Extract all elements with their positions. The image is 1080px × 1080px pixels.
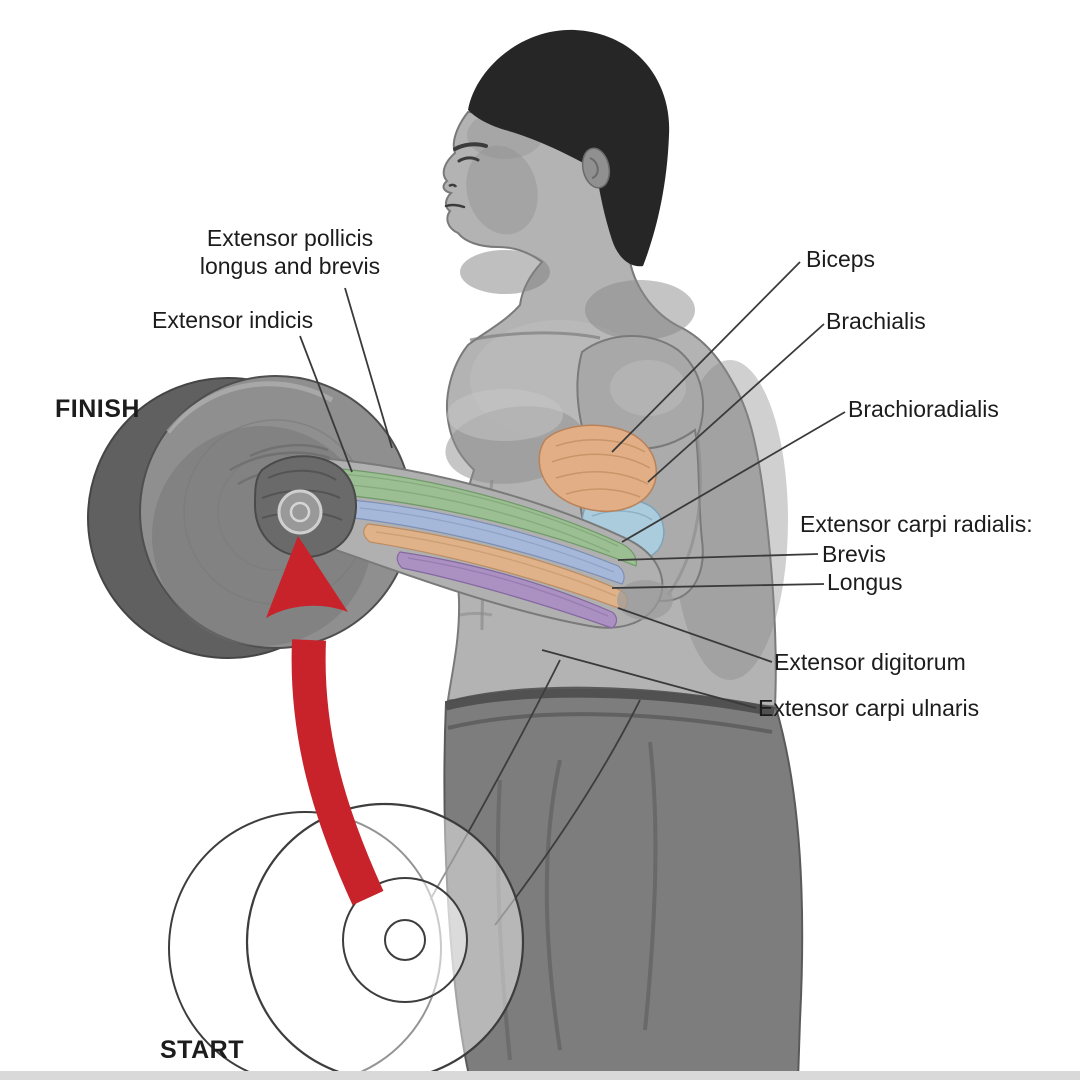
bar-end-ring xyxy=(289,501,311,523)
label-extensor-digitorum: Extensor digitorum xyxy=(774,649,966,675)
leader-extensor-carpi-ulnaris xyxy=(541,649,757,709)
curl-path-arrow xyxy=(266,536,384,906)
green-striation-2 xyxy=(337,483,611,553)
pants-fold-1 xyxy=(544,759,562,1051)
arrow-shaft xyxy=(291,639,384,906)
back-shadow xyxy=(672,360,788,680)
fist xyxy=(253,455,357,558)
label-brachioradialis: Brachioradialis xyxy=(848,396,999,422)
tan-striation xyxy=(375,531,617,597)
green-striation-1 xyxy=(339,473,619,547)
leader-ecr-brevis xyxy=(617,553,819,561)
label-ecr-longus: Longus xyxy=(827,569,903,595)
biceps-striation-1 xyxy=(555,439,646,453)
eye xyxy=(457,156,480,163)
waistband xyxy=(444,688,775,717)
arm xyxy=(304,334,704,629)
purple-striation xyxy=(407,557,609,617)
pants-fold-3 xyxy=(496,779,512,1061)
label-ecr-header: Extensor carpi radialis: xyxy=(800,511,1033,537)
biceps-striation-2 xyxy=(551,453,651,469)
leader-extensor-indicis xyxy=(299,335,353,473)
leader-extensor-digitorum xyxy=(617,607,773,663)
triceps-line xyxy=(666,434,702,596)
eyebrow xyxy=(453,142,488,151)
leader-lines xyxy=(299,261,846,709)
brachialis-striation xyxy=(591,510,653,521)
elbow-shading xyxy=(617,580,673,620)
muscle-biceps xyxy=(538,424,657,512)
label-start: START xyxy=(160,1036,244,1064)
hair xyxy=(468,29,670,267)
leader-brachioradialis xyxy=(621,411,846,543)
cheek-shadow xyxy=(466,145,538,235)
mouth xyxy=(444,203,466,209)
barbell-start-ghost xyxy=(168,659,641,1080)
muscle-extensor-carpi-ulnaris xyxy=(396,551,618,629)
motion-line-1 xyxy=(229,451,331,472)
label-biceps: Biceps xyxy=(806,246,876,272)
ghost-arm-line-2 xyxy=(494,699,641,926)
ear-detail xyxy=(589,157,599,179)
ghost-arm-line-1 xyxy=(429,659,561,901)
arrow-head xyxy=(266,536,348,618)
ab-line-3 xyxy=(459,612,493,617)
waistband-seam xyxy=(447,712,773,734)
bar-end xyxy=(277,489,323,535)
nostril xyxy=(448,183,458,188)
plate-highlight xyxy=(166,381,334,434)
blue-striation xyxy=(359,507,615,573)
label-extensor-indicis: Extensor indicis xyxy=(152,307,314,333)
pec-highlight xyxy=(447,389,563,441)
leader-extensor-pollicis xyxy=(344,287,393,449)
deltoid-highlight xyxy=(610,360,686,416)
leader-ecr-longus xyxy=(611,583,825,589)
ear xyxy=(581,147,611,189)
finger-line-1 xyxy=(267,469,337,481)
label-brachialis: Brachialis xyxy=(826,308,926,334)
label-extensor-pollicis: Extensor pollicis longus and brevis xyxy=(199,225,381,280)
motion-line-3 xyxy=(249,443,329,458)
label-extensor-carpi-ulnaris: Extensor carpi ulnaris xyxy=(758,695,980,721)
label-finish: FINISH xyxy=(55,395,140,423)
biceps-striation-4 xyxy=(565,488,641,498)
clavicle-line xyxy=(469,331,601,342)
leader-brachialis xyxy=(647,323,825,483)
trap-shadow xyxy=(585,280,695,340)
neck-shadow xyxy=(460,250,550,294)
pants-fold-2 xyxy=(643,741,658,1031)
label-ecr-brevis: Brevis xyxy=(822,541,886,567)
bottom-edge-strip xyxy=(0,1071,1080,1080)
ghost-bar-end xyxy=(384,919,426,961)
biceps-striation-3 xyxy=(555,471,649,485)
leader-biceps xyxy=(611,261,801,453)
